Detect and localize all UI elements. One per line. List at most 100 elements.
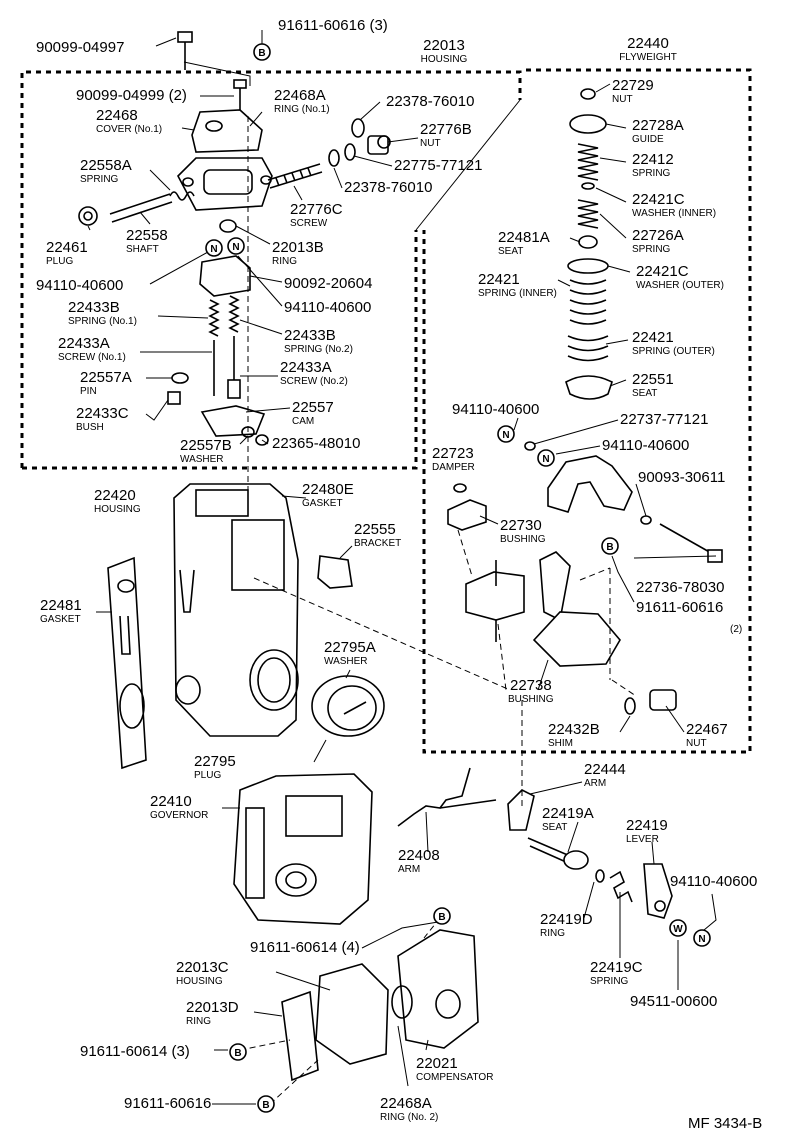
svg-text:WASHER (INNER): WASHER (INNER) bbox=[632, 208, 716, 219]
svg-text:SPRING: SPRING bbox=[632, 244, 671, 255]
symbol-b-1: B bbox=[253, 43, 271, 61]
svg-text:22013B: 22013B bbox=[272, 239, 324, 256]
svg-text:22729: 22729 bbox=[612, 77, 654, 94]
svg-text:22433C: 22433C bbox=[76, 405, 129, 422]
svg-text:91611-60614 (3): 91611-60614 (3) bbox=[80, 1043, 190, 1060]
svg-text:91611-60616: 91611-60616 bbox=[124, 1095, 211, 1112]
svg-text:PLUG: PLUG bbox=[194, 770, 221, 781]
part-label: 94110-40600 bbox=[602, 437, 689, 454]
svg-text:SCREW: SCREW bbox=[290, 218, 328, 229]
svg-text:22433A: 22433A bbox=[58, 335, 110, 352]
svg-text:22481A: 22481A bbox=[498, 229, 550, 246]
svg-text:GOVERNOR: GOVERNOR bbox=[150, 810, 208, 821]
svg-text:22412: 22412 bbox=[632, 151, 674, 168]
svg-text:BUSHING: BUSHING bbox=[508, 694, 554, 705]
svg-text:22420: 22420 bbox=[94, 487, 136, 504]
svg-text:90093-30611: 90093-30611 bbox=[638, 469, 725, 486]
svg-text:22558: 22558 bbox=[126, 227, 168, 244]
symbol-b-5: B bbox=[257, 1095, 275, 1113]
part-label: 94110-40600 bbox=[284, 299, 371, 316]
svg-text:22795: 22795 bbox=[194, 753, 236, 770]
symbol-n-2: N bbox=[227, 237, 245, 255]
svg-text:22480E: 22480E bbox=[302, 481, 354, 498]
svg-text:PLUG: PLUG bbox=[46, 256, 73, 267]
svg-text:22433B: 22433B bbox=[68, 299, 120, 316]
part-label: 94110-40600 bbox=[670, 873, 757, 890]
svg-text:22440: 22440 bbox=[627, 35, 669, 52]
part-label: 91611-60616(2) bbox=[636, 599, 742, 635]
box-link-line bbox=[415, 99, 521, 231]
svg-text:22421: 22421 bbox=[478, 271, 520, 288]
svg-text:22555: 22555 bbox=[354, 521, 396, 538]
svg-text:(2): (2) bbox=[730, 624, 742, 635]
symbol-n-5: N bbox=[693, 929, 711, 947]
svg-text:22433A: 22433A bbox=[280, 359, 332, 376]
svg-text:94110-40600: 94110-40600 bbox=[36, 277, 123, 294]
svg-text:22461: 22461 bbox=[46, 239, 88, 256]
svg-text:22421C: 22421C bbox=[632, 191, 685, 208]
svg-text:FLYWEIGHT: FLYWEIGHT bbox=[619, 52, 677, 63]
figure-code: MF 3434-B bbox=[688, 1115, 762, 1132]
svg-text:GASKET: GASKET bbox=[40, 614, 81, 625]
svg-text:N: N bbox=[232, 242, 239, 253]
svg-text:91611-60614 (4): 91611-60614 (4) bbox=[250, 939, 360, 956]
svg-text:SEAT: SEAT bbox=[498, 246, 523, 257]
part-labels: 90099-04997 91611-60616 (3) 22013HOUSING… bbox=[36, 17, 757, 1123]
svg-text:BUSH: BUSH bbox=[76, 422, 104, 433]
svg-text:22365-48010: 22365-48010 bbox=[272, 435, 360, 452]
svg-text:22021: 22021 bbox=[416, 1055, 458, 1072]
part-label: 90092-20604 bbox=[284, 275, 372, 292]
svg-text:22467: 22467 bbox=[686, 721, 728, 738]
symbol-n-4: N bbox=[537, 449, 555, 467]
part-label: 22378-76010 bbox=[344, 179, 432, 196]
svg-text:WASHER: WASHER bbox=[324, 656, 368, 667]
part-label: 90093-30611 bbox=[638, 469, 725, 486]
svg-text:RING (No.1): RING (No.1) bbox=[274, 104, 330, 115]
svg-text:SHAFT: SHAFT bbox=[126, 244, 159, 255]
svg-text:22738: 22738 bbox=[510, 677, 552, 694]
svg-text:22795A: 22795A bbox=[324, 639, 376, 656]
svg-text:94110-40600: 94110-40600 bbox=[452, 401, 539, 418]
svg-text:SPRING (No.2): SPRING (No.2) bbox=[284, 344, 353, 355]
svg-text:22432B: 22432B bbox=[548, 721, 600, 738]
svg-text:PIN: PIN bbox=[80, 386, 97, 397]
svg-text:94110-40600: 94110-40600 bbox=[670, 873, 757, 890]
svg-text:GUIDE: GUIDE bbox=[632, 134, 664, 145]
svg-text:22723: 22723 bbox=[432, 445, 474, 462]
part-label: 94511-00600 bbox=[630, 993, 717, 1010]
svg-text:22728A: 22728A bbox=[632, 117, 684, 134]
svg-text:N: N bbox=[502, 430, 509, 441]
svg-text:SPRING (OUTER): SPRING (OUTER) bbox=[632, 346, 715, 357]
svg-text:22557B: 22557B bbox=[180, 437, 232, 454]
svg-text:SCREW (No.2): SCREW (No.2) bbox=[280, 376, 348, 387]
svg-text:LEVER: LEVER bbox=[626, 834, 659, 845]
svg-text:22433B: 22433B bbox=[284, 327, 336, 344]
svg-text:22726A: 22726A bbox=[632, 227, 684, 244]
svg-text:22481: 22481 bbox=[40, 597, 82, 614]
svg-text:22468A: 22468A bbox=[274, 87, 326, 104]
svg-text:SPRING: SPRING bbox=[80, 174, 119, 185]
svg-text:COVER (No.1): COVER (No.1) bbox=[96, 124, 162, 135]
